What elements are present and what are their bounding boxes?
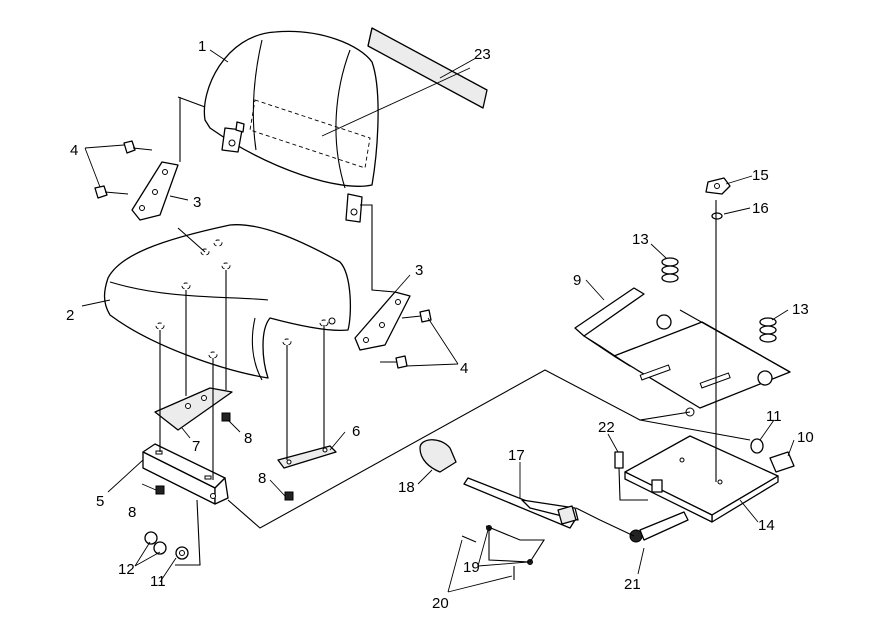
leader-lines bbox=[81, 49, 795, 593]
part-12-nuts bbox=[144, 531, 167, 555]
callout-4-left: 4 bbox=[70, 142, 78, 159]
callout-4-right: 4 bbox=[460, 360, 468, 377]
callout-12: 12 bbox=[118, 561, 135, 578]
callout-8-bottom: 8 bbox=[128, 504, 136, 521]
part-17-lever bbox=[463, 477, 579, 529]
part-7-plate bbox=[154, 387, 233, 431]
callout-17: 17 bbox=[508, 447, 525, 464]
callout-13-left: 13 bbox=[632, 231, 649, 248]
callout-3-right: 3 bbox=[415, 262, 423, 279]
callout-19: 19 bbox=[463, 559, 480, 576]
part-5-bracket bbox=[142, 443, 229, 505]
callout-3-left: 3 bbox=[193, 194, 201, 211]
part-6-plate bbox=[277, 445, 337, 469]
callout-11-right: 11 bbox=[766, 408, 782, 425]
callout-13-right: 13 bbox=[792, 301, 809, 318]
callout-23: 23 bbox=[474, 46, 491, 63]
assembly-lines bbox=[159, 96, 751, 566]
part-23-strip bbox=[367, 27, 488, 109]
part-2-seat bbox=[103, 224, 352, 381]
callout-labels: 1 2 3 3 4 4 5 6 7 8 8 8 9 10 11 11 12 13… bbox=[66, 38, 814, 612]
callout-10: 10 bbox=[797, 429, 814, 446]
part-18-handle bbox=[419, 439, 457, 473]
part-3-bracket-right bbox=[354, 291, 411, 351]
part-9-frame bbox=[574, 287, 791, 417]
callout-18: 18 bbox=[398, 479, 415, 496]
part-8-bolts bbox=[155, 412, 294, 501]
callout-2: 2 bbox=[66, 307, 74, 324]
part-10-bolt bbox=[769, 451, 795, 473]
callout-7: 7 bbox=[192, 438, 200, 455]
callout-6: 6 bbox=[352, 423, 360, 440]
callout-5: 5 bbox=[96, 493, 104, 510]
part-15-knob bbox=[705, 177, 731, 195]
part-3-bracket-left bbox=[131, 161, 179, 221]
part-14-base-plate bbox=[624, 435, 779, 523]
callout-8-mid: 8 bbox=[258, 470, 266, 487]
part-13-springs bbox=[661, 257, 777, 343]
part-16-washer bbox=[711, 212, 723, 220]
callout-14: 14 bbox=[758, 517, 775, 534]
part-21-knob bbox=[629, 511, 689, 543]
callout-15: 15 bbox=[752, 167, 769, 184]
callout-9: 9 bbox=[573, 272, 581, 289]
callout-8-top: 8 bbox=[244, 430, 252, 447]
part-11-washer-right bbox=[750, 438, 764, 454]
part-20-pins bbox=[461, 535, 515, 580]
callout-22: 22 bbox=[598, 419, 615, 436]
callout-11-left: 11 bbox=[150, 573, 166, 590]
part-1-backrest bbox=[203, 30, 471, 223]
callout-21: 21 bbox=[624, 576, 641, 593]
callout-16: 16 bbox=[752, 200, 769, 217]
part-11-washer-left bbox=[175, 546, 189, 560]
part-22-pin bbox=[614, 451, 624, 469]
part-19-clips bbox=[486, 525, 533, 565]
callout-20: 20 bbox=[432, 595, 449, 612]
callout-1: 1 bbox=[198, 38, 206, 55]
